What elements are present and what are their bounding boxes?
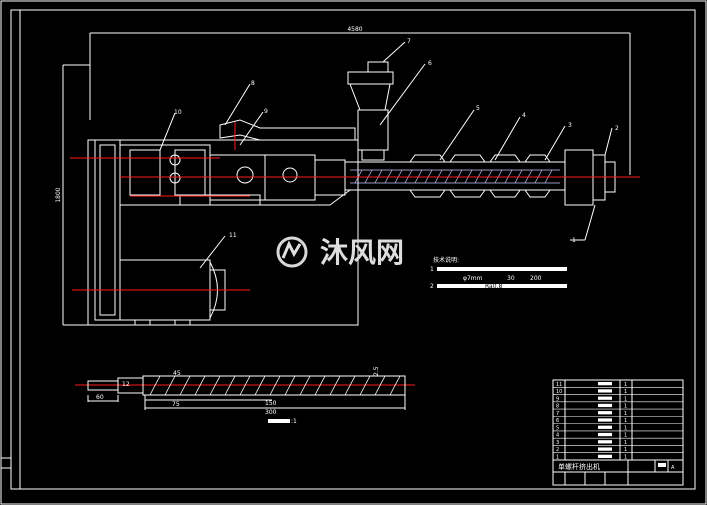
tech-notes-title: 技术说明:	[433, 256, 459, 264]
title-block-row-qty: 1	[624, 382, 627, 388]
title-block-row-name	[598, 440, 612, 444]
title-block-row-name	[598, 454, 612, 458]
screw-scale-bar	[268, 419, 290, 423]
tech-note-1-bar	[437, 267, 567, 271]
svg-text:1: 1	[430, 266, 434, 273]
title-block-row-number: 8	[556, 404, 559, 410]
title-block-row-qty: 1	[624, 418, 627, 424]
title-block-row-number: 10	[556, 389, 562, 395]
title-block-row-qty: 1	[624, 447, 627, 453]
title-block-row-name	[598, 418, 612, 422]
watermark: 沐风网	[276, 236, 404, 269]
callout-numbers: 1 2 3 4 5 6 7 8 9 10 11	[174, 38, 619, 244]
title-block-row-name	[598, 432, 612, 437]
title-block-row-number: 1	[556, 455, 559, 461]
callout-leaders	[159, 41, 613, 269]
title-block-row-qty: 1	[624, 433, 627, 439]
title-block-row-qty: 1	[624, 396, 627, 402]
screw-detail-view: 60 150 300 45 75 12 2.5 :1	[75, 366, 415, 425]
title-block-row-number: 4	[556, 433, 559, 439]
callout-5: 5	[476, 105, 480, 112]
callout-9: 9	[264, 108, 268, 115]
svg-text:φ7mm: φ7mm	[463, 275, 483, 282]
title-block-row-qty: 1	[624, 411, 627, 417]
callout-1: 1	[572, 237, 576, 244]
hopper-assembly	[219, 61, 394, 161]
centerlines	[70, 122, 640, 291]
callout-10: 10	[174, 109, 182, 116]
svg-text:200: 200	[530, 275, 542, 282]
title-block-row-qty: 1	[624, 440, 627, 446]
callout-8: 8	[251, 80, 255, 87]
svg-text:A: A	[671, 465, 675, 471]
tech-note-2-bar	[437, 284, 567, 288]
svg-text:Ra0.8: Ra0.8	[485, 283, 502, 290]
title-block-row-number: 7	[556, 411, 559, 417]
screw-dim-150: 150	[265, 400, 277, 407]
machine-base	[87, 139, 359, 326]
overall-length-label: 4580	[347, 26, 362, 33]
inner-frame	[10, 9, 696, 490]
screw-dim-300: 300	[265, 409, 277, 416]
svg-text:45: 45	[173, 370, 181, 377]
motor	[119, 259, 226, 326]
svg-text:2: 2	[430, 283, 434, 290]
height-label: 1800	[55, 187, 62, 202]
svg-text:12: 12	[122, 381, 130, 388]
title-block-row-number: 2	[556, 447, 559, 453]
title-block-row-name	[598, 389, 612, 393]
title-block-row-number: 3	[556, 440, 559, 446]
watermark-text: 沐风网	[320, 236, 404, 269]
title-block-row-qty: 1	[624, 389, 627, 395]
screw-dim-60: 60	[96, 394, 104, 401]
svg-text:30: 30	[507, 275, 515, 282]
callout-6: 6	[428, 60, 432, 67]
title-block-title: 单螺杆挤出机	[558, 462, 600, 471]
title-block-row-name	[598, 411, 612, 415]
title-block-row-number: 9	[556, 396, 559, 402]
callout-7: 7	[407, 38, 411, 45]
title-block-row-number: 6	[556, 418, 559, 424]
screw-pitch-label: 2.5	[373, 366, 380, 376]
title-block-row-qty: 1	[624, 425, 627, 431]
title-block-row-qty: 1	[624, 404, 627, 410]
title-block-row-name	[598, 382, 612, 386]
svg-text:75: 75	[172, 401, 180, 408]
callout-11: 11	[229, 232, 237, 239]
callout-3: 3	[568, 122, 572, 129]
svg-text::1: :1	[291, 418, 297, 425]
callout-4: 4	[522, 112, 526, 119]
title-block-row-name	[598, 396, 612, 400]
callout-2: 2	[615, 125, 619, 132]
title-block-row-number: 5	[556, 425, 559, 431]
overall-length-dimension: 4580	[89, 26, 631, 175]
title-block-row-name	[598, 447, 612, 451]
title-block-row-number: 11	[556, 382, 562, 388]
title-block-row-name	[598, 403, 612, 408]
title-block-row-name	[598, 425, 612, 429]
tech-notes: 技术说明: 1 φ7mm 30 200 2 Ra0.8	[430, 256, 567, 290]
title-block-row-qty: 1	[624, 455, 627, 461]
